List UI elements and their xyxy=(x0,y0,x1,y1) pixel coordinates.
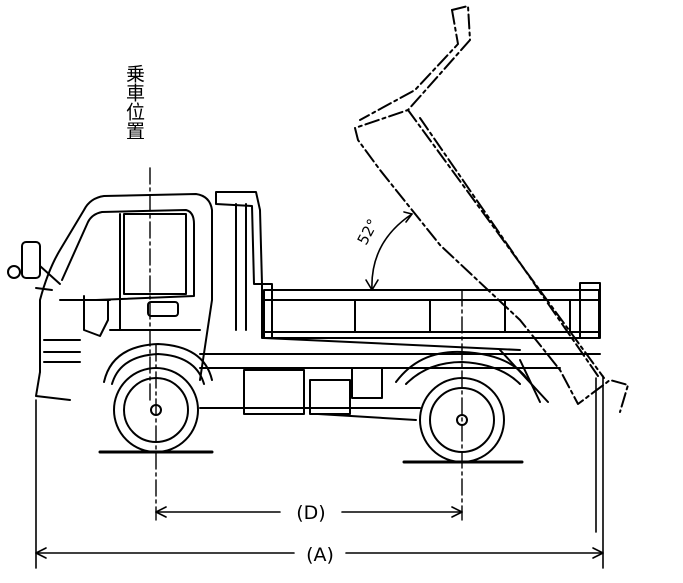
tilt-angle-arc xyxy=(365,211,413,291)
exhaust-stack xyxy=(215,191,263,331)
cab xyxy=(35,193,213,401)
dimension-a-label: (A) xyxy=(306,544,334,566)
dimension-lines xyxy=(35,375,604,569)
chassis-frame xyxy=(199,353,601,421)
ground-lines xyxy=(98,450,524,464)
seat-position-label: 乗車位置 xyxy=(123,64,145,140)
center-lines xyxy=(149,167,463,521)
tilt-angle-label: 52° xyxy=(354,216,382,248)
dimension-d-label: (D) xyxy=(296,502,325,524)
front-fender xyxy=(103,343,213,385)
raised-dump-body xyxy=(354,5,629,413)
dump-bed xyxy=(261,282,601,351)
rear-fender xyxy=(395,349,549,403)
side-mirror xyxy=(7,241,61,291)
